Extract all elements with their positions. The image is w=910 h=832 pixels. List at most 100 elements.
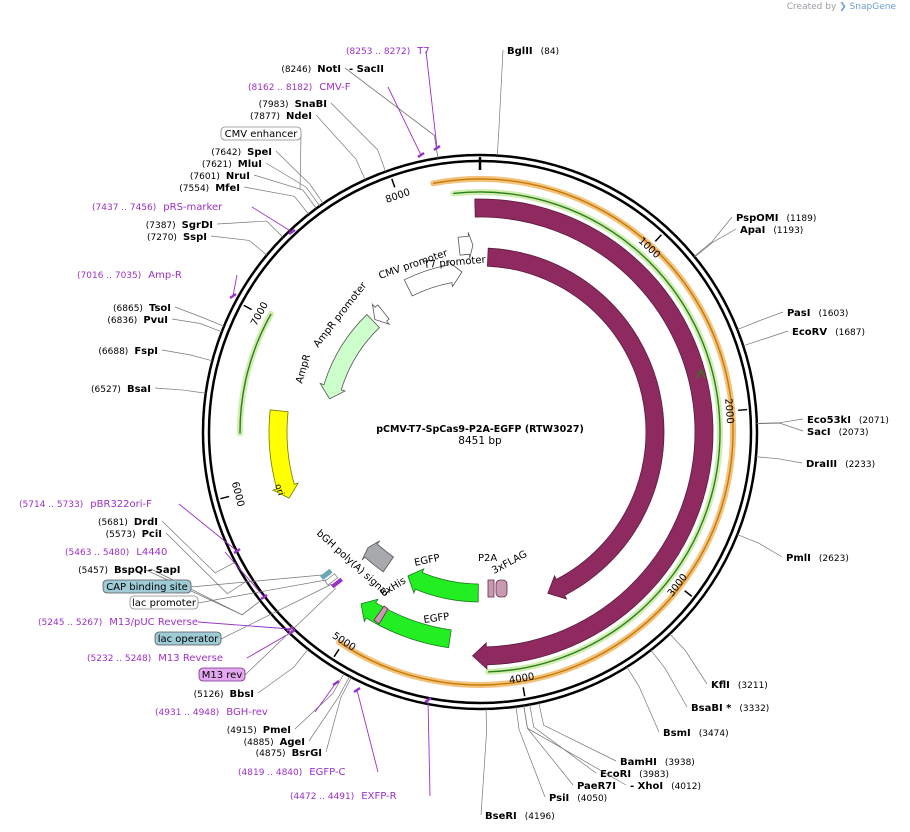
site-position: (2233)	[845, 460, 875, 470]
site-leader-line	[743, 330, 789, 347]
ampr-promoter-feature[interactable]	[371, 302, 391, 325]
primer-label[interactable]: (8253 .. 8272)T7	[346, 46, 430, 57]
restriction-site-label[interactable]: SacI(2073)	[807, 427, 869, 438]
restriction-site-label[interactable]: BsaBI *(3332)	[691, 703, 769, 714]
primer-label[interactable]: (5232 .. 5248)M13 Reverse	[87, 653, 223, 664]
site-position: (2071)	[859, 416, 889, 426]
ori-label: ori	[272, 483, 285, 497]
site-position: (7270)	[147, 233, 177, 243]
restriction-site-label[interactable]: (4875)BsrGI	[256, 748, 322, 759]
restriction-site-label[interactable]: (6836)PvuI	[107, 315, 168, 326]
restriction-site-label[interactable]: - XhoI(4012)	[630, 781, 701, 792]
site-position: (5457)	[78, 566, 108, 576]
ori-feature[interactable]	[268, 409, 299, 499]
cmv-promoter-feature[interactable]	[403, 260, 463, 297]
restriction-site-label[interactable]: Eco53kI(2071)	[807, 415, 889, 426]
box-label-text: lac promoter	[132, 598, 197, 609]
primer-label[interactable]: (5245 .. 5267)M13/pUC Reverse	[38, 617, 198, 628]
primer-label[interactable]: (4931 .. 4948)BGH-rev	[155, 707, 268, 718]
restriction-site-label[interactable]: KflI(3211)	[711, 680, 768, 691]
site-name: SacI	[807, 427, 831, 438]
site-position: (2623)	[819, 554, 849, 564]
site-position: (4915)	[227, 726, 257, 736]
restriction-site-label[interactable]: DraIII(2233)	[806, 459, 875, 470]
restriction-site-label[interactable]: BamHI(3938)	[620, 757, 695, 768]
egfp-feature-upper[interactable]	[407, 568, 479, 603]
t7-promoter-feature[interactable]	[457, 232, 474, 259]
site-leader-line	[669, 633, 708, 685]
ampr-label: AmpR	[294, 353, 313, 385]
ampr-feature[interactable]	[319, 314, 380, 400]
scale-tick-label: 6000	[229, 481, 246, 508]
restriction-site-label[interactable]: (5126)BbsI	[194, 689, 254, 700]
restriction-site-label[interactable]: - SapI	[148, 565, 180, 576]
site-position: (5126)	[194, 690, 224, 700]
his-tag[interactable]	[373, 605, 389, 625]
site-position: (7983)	[259, 100, 289, 110]
restriction-site-label[interactable]: (6527)BsaI	[91, 384, 151, 395]
site-position: (3332)	[739, 704, 769, 714]
plasmid-length: 8451 bp	[458, 435, 502, 447]
box-label-frame	[129, 595, 199, 610]
cas9-feature-outer[interactable]	[472, 198, 714, 670]
cas9-feature-inner[interactable]	[486, 247, 665, 600]
restriction-site-label[interactable]: EcoRI(3983)	[600, 769, 669, 780]
boxed-feature-label[interactable]: lac operator	[154, 583, 333, 646]
restriction-site-label[interactable]: (7983)SnaBI	[259, 99, 327, 110]
site-name: SgrDI	[182, 220, 213, 231]
restriction-site-label[interactable]: (7387)SgrDI	[146, 220, 213, 231]
restriction-site-label[interactable]: (6688)FspI	[98, 346, 158, 357]
scale-tick	[522, 687, 526, 697]
primer-name: EXFP-R	[361, 791, 396, 802]
site-position: (4012)	[671, 782, 701, 792]
restriction-site-label[interactable]: (7642) SpeI	[211, 147, 272, 158]
restriction-site-label[interactable]: (7621)MluI	[202, 159, 262, 170]
restriction-site-label[interactable]: (5573)PciI	[106, 529, 162, 540]
restriction-site-label[interactable]: PaeR7I	[577, 781, 616, 792]
box-leader-line	[190, 574, 323, 588]
restriction-site-label[interactable]: BglII(84)	[507, 46, 559, 57]
restriction-site-label[interactable]: - SacII	[349, 64, 384, 75]
restriction-site-label[interactable]: PmlI(2623)	[786, 553, 849, 564]
primer-label[interactable]: (4819 .. 4840)EGFP-C	[238, 767, 346, 778]
primer-label[interactable]: (5714 .. 5733)pBR322ori-F	[19, 499, 152, 510]
primer-label[interactable]: (5463 .. 5480)L4440	[65, 547, 167, 558]
credit-prefix: Created by	[786, 2, 837, 12]
restriction-site-label[interactable]: (4915)PmeI	[227, 725, 291, 736]
restriction-site-label[interactable]: BseRI(4196)	[485, 811, 555, 822]
boxed-feature-label[interactable]: CAP binding site	[102, 574, 323, 594]
site-position: (7642)	[211, 148, 241, 158]
site-position: (7554)	[179, 184, 209, 194]
boxed-feature-label[interactable]: M13 rev	[198, 587, 337, 682]
flag-tag[interactable]	[495, 579, 508, 598]
primer-label[interactable]: (7016 .. 7035)Amp-R	[77, 270, 182, 281]
restriction-site-label[interactable]: (8246)NotI	[281, 64, 341, 75]
primer-label[interactable]: (7437 .. 7456)pRS-marker	[92, 202, 223, 213]
restriction-site-label[interactable]: (5457)BspQI	[78, 565, 147, 576]
snapgene-logo-icon: ❯	[839, 2, 847, 12]
primer-label[interactable]: (8162 .. 8182)CMV-F	[248, 82, 351, 93]
restriction-site-label[interactable]: (7877)NdeI	[250, 111, 312, 122]
restriction-site-label[interactable]: BsmI(3474)	[663, 728, 729, 739]
site-name: ApaI	[740, 225, 765, 236]
restriction-site-label[interactable]: EcoRV(1687)	[792, 327, 865, 338]
site-position: (5681)	[98, 518, 128, 528]
restriction-site-label[interactable]: PasI(1603)	[787, 308, 848, 319]
restriction-site-label[interactable]: (5681)DrdI	[98, 517, 158, 528]
site-leader-line	[650, 649, 688, 708]
p2a-tag[interactable]	[487, 579, 495, 598]
bgh-polya-feature[interactable]	[361, 540, 395, 573]
boxed-feature-label[interactable]: CMV enhancer	[220, 126, 302, 191]
restriction-site-label[interactable]: (7554)MfeI	[179, 183, 240, 194]
restriction-site-label[interactable]: PspOMI(1189)	[736, 213, 816, 224]
primer-label[interactable]: (4472 .. 4491)EXFP-R	[290, 791, 397, 802]
restriction-site-label[interactable]: PsiI(4050)	[549, 793, 607, 804]
restriction-site-label[interactable]: (6865)TsoI	[113, 303, 171, 314]
boxed-feature-label[interactable]: lac promoter	[129, 579, 327, 610]
restriction-site-label[interactable]: (7601)NruI	[190, 171, 250, 182]
restriction-site-label[interactable]: (7270)SspI	[147, 232, 207, 243]
site-leader-line	[154, 387, 206, 394]
restriction-site-label[interactable]: ApaI(1193)	[740, 225, 803, 236]
site-name: SpeI	[247, 147, 272, 158]
restriction-site-label[interactable]: (4885)AgeI	[244, 737, 305, 748]
